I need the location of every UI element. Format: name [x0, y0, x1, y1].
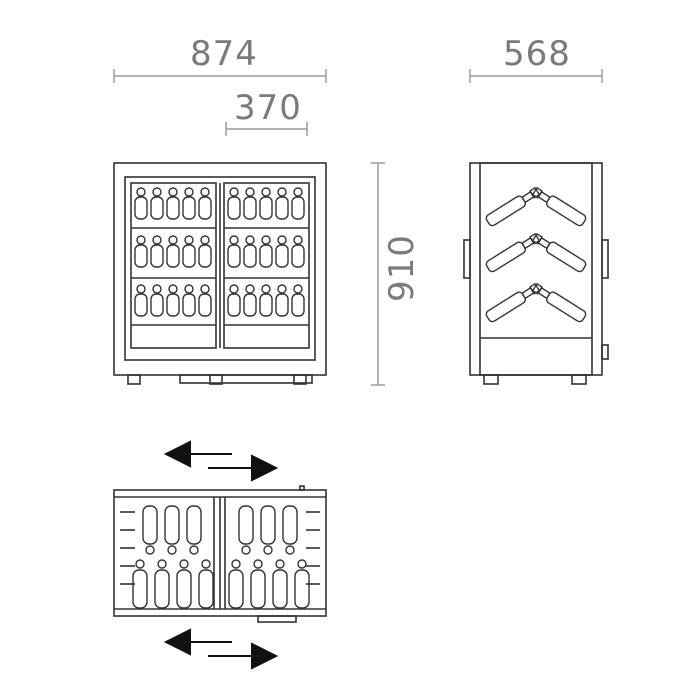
top-view-bottles [132, 505, 310, 609]
slide-left-arrow-icon [163, 628, 232, 656]
top-view [113, 485, 327, 623]
width-dimension-label: 874 [190, 34, 258, 74]
slide-right-arrow-icon [208, 454, 279, 482]
depth-dimension-line [469, 69, 603, 83]
slide-right-arrow-icon [208, 642, 279, 670]
front-view [113, 162, 327, 385]
depth-dimension-label: 568 [503, 34, 571, 74]
width-dimension-line [113, 69, 327, 83]
door-width-dimension-line [225, 122, 308, 136]
door-width-dimension-label: 370 [234, 88, 302, 128]
height-dimension-line [371, 162, 385, 386]
slide-left-arrow-icon [163, 440, 232, 468]
side-view [463, 162, 609, 385]
side-view-bottles [484, 185, 588, 324]
